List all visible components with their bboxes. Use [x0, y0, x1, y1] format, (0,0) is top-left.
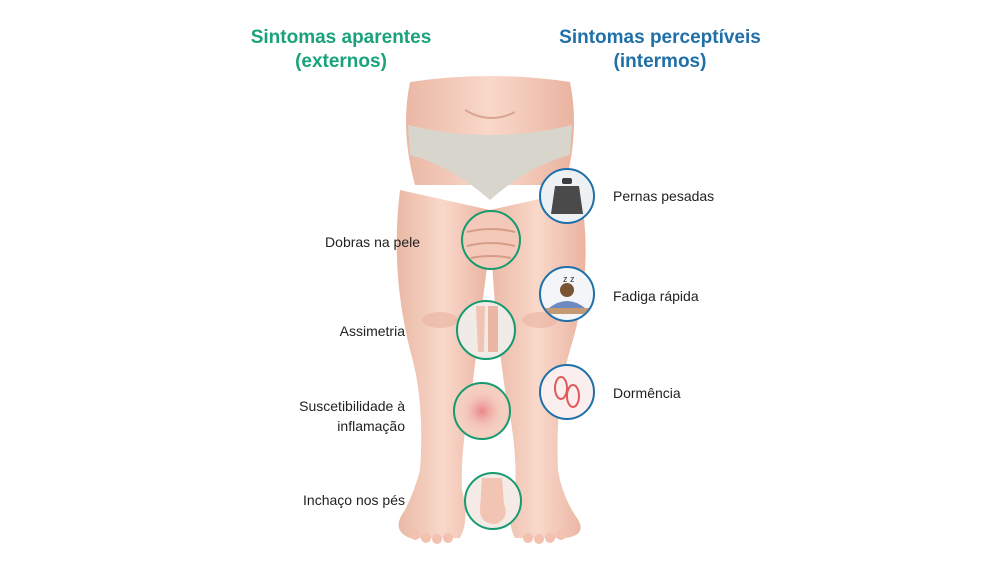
weight-icon	[539, 168, 595, 224]
internal-heading-line2: (intermos)	[613, 51, 707, 72]
internal-symptoms-heading: Sintomas perceptíveis (intermos)	[555, 26, 765, 74]
label-inflammation-line2: inflamação	[337, 418, 405, 434]
label-numbness: Dormência	[613, 385, 681, 401]
asymmetric-legs-icon	[456, 300, 516, 360]
numb-feet-icon	[539, 364, 595, 420]
label-inflammation: Suscetibilidade à inflamação	[280, 396, 405, 436]
swollen-foot-icon	[464, 472, 522, 530]
label-skin-folds: Dobras na pele	[325, 234, 420, 250]
svg-text:z z: z z	[563, 274, 575, 284]
label-swollen-feet: Inchaço nos pés	[303, 492, 405, 508]
label-heavy-legs: Pernas pesadas	[613, 188, 715, 204]
tired-person-icon: z z	[539, 266, 595, 322]
inflamed-skin-icon	[453, 382, 511, 440]
label-inflammation-line1: Suscetibilidade à	[299, 398, 405, 414]
internal-heading-line1: Sintomas perceptíveis	[559, 27, 761, 48]
external-heading-line1: Sintomas aparentes	[250, 27, 432, 48]
external-symptoms-heading: Sintomas aparentes (externos)	[236, 26, 446, 74]
skin-folds-icon	[461, 210, 521, 270]
external-heading-line2: (externos)	[295, 51, 387, 72]
label-quick-fatigue: Fadiga rápida	[613, 288, 699, 304]
label-asymmetry: Assimetria	[339, 323, 405, 339]
